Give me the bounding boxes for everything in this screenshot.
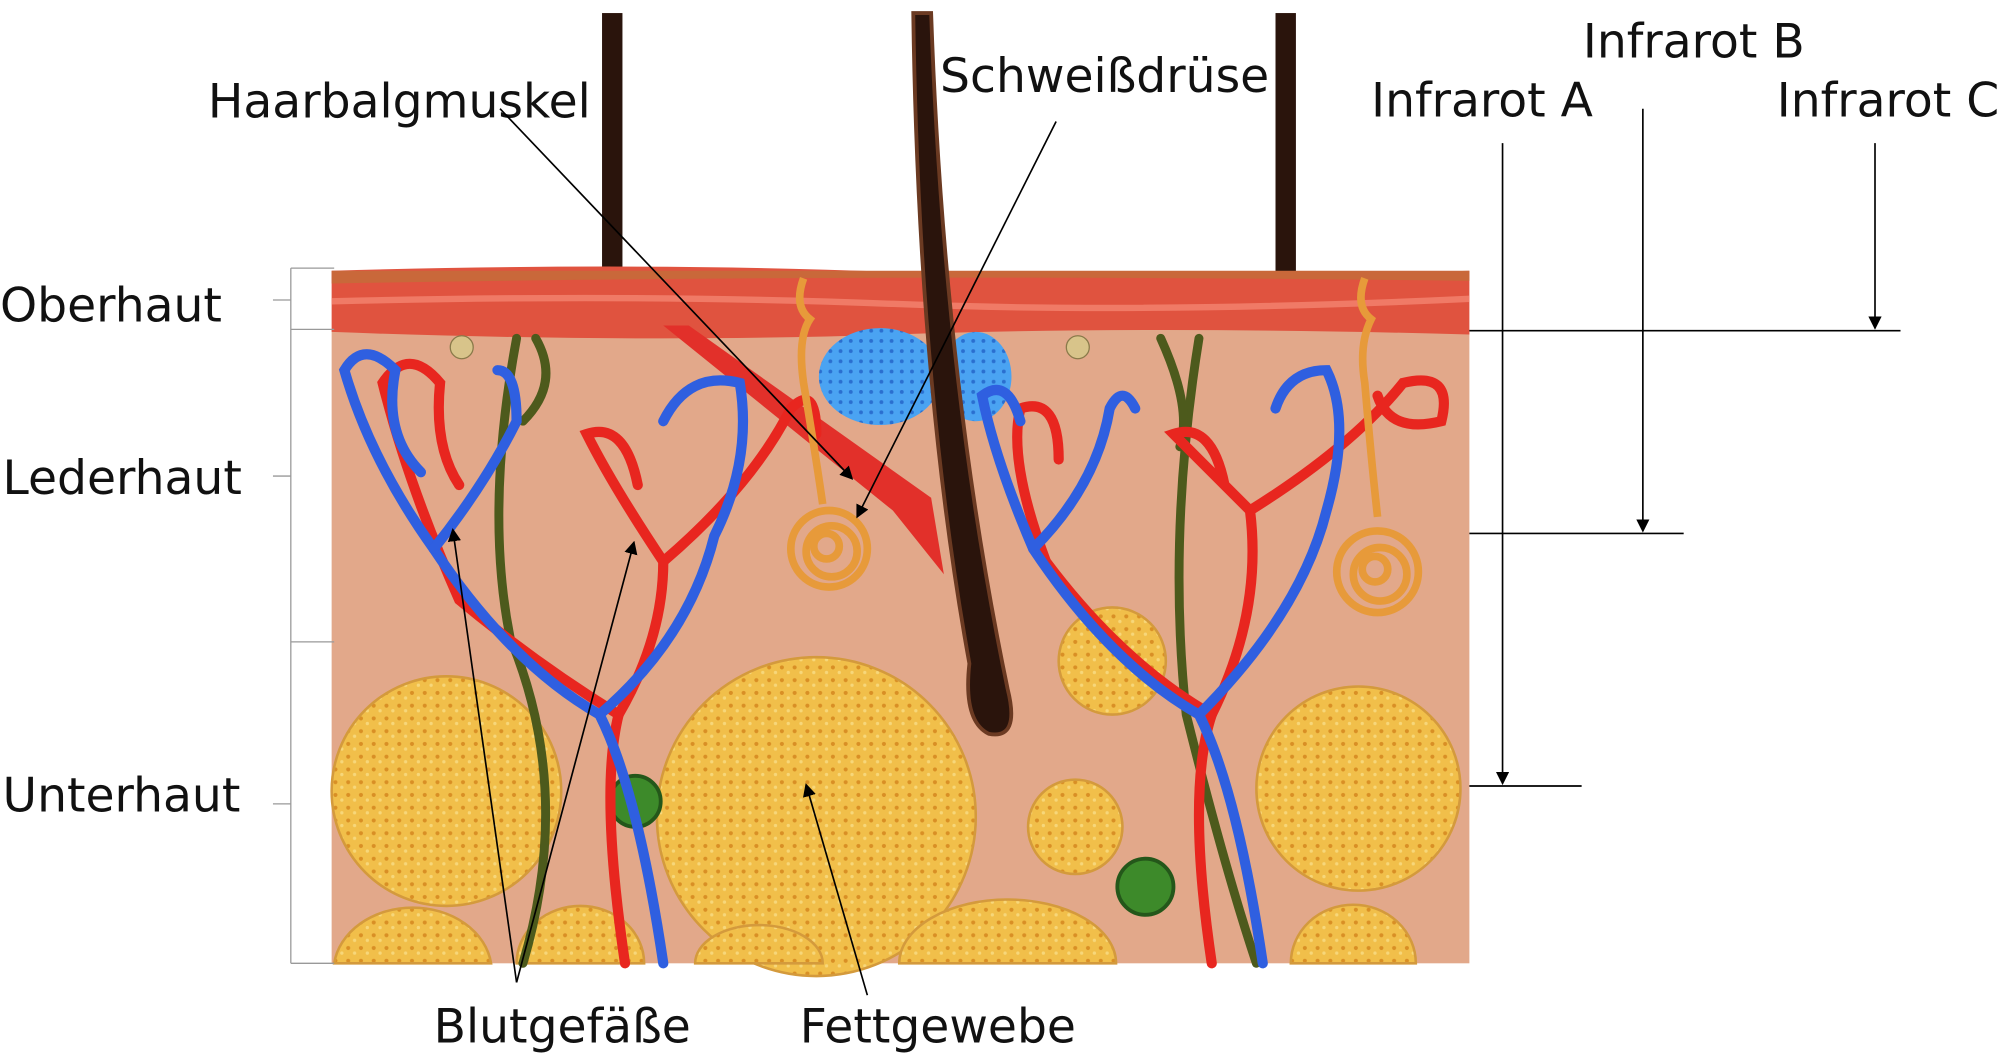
fat-cells <box>330 606 1462 978</box>
label-fettgewebe: Fettgewebe <box>800 999 1076 1054</box>
label-schweissdruese: Schweißdrüse <box>940 49 1269 104</box>
blood-vessels <box>338 349 1449 969</box>
label-lederhaut: Lederhaut <box>3 451 242 506</box>
label-infrarot-b: Infrarot B <box>1583 15 1805 70</box>
sweat-glands <box>786 277 1423 617</box>
nerve-receptor <box>1115 856 1176 917</box>
hair-shafts <box>602 13 1296 275</box>
leader-fettgewebe <box>802 783 869 996</box>
skin-block <box>330 11 1470 978</box>
label-haarbalgmuskel: Haarbalgmuskel <box>208 75 591 130</box>
label-blutgefaesse: Blutgefäße <box>434 999 691 1054</box>
label-unterhaut: Unterhaut <box>3 769 241 824</box>
label-oberhaut: Oberhaut <box>0 279 222 334</box>
leader-haarbalgmuskel <box>499 108 854 480</box>
leader-blutgefaesse-2 <box>515 540 638 983</box>
label-infrarot-a: Infrarot A <box>1371 73 1593 128</box>
label-infrarot-c: Infrarot C <box>1777 73 1999 128</box>
layer-bracket <box>272 267 335 964</box>
leader-schweissdruese <box>856 121 1057 519</box>
leader-blutgefaesse-1 <box>447 527 518 983</box>
hair-follicle <box>911 11 1014 737</box>
